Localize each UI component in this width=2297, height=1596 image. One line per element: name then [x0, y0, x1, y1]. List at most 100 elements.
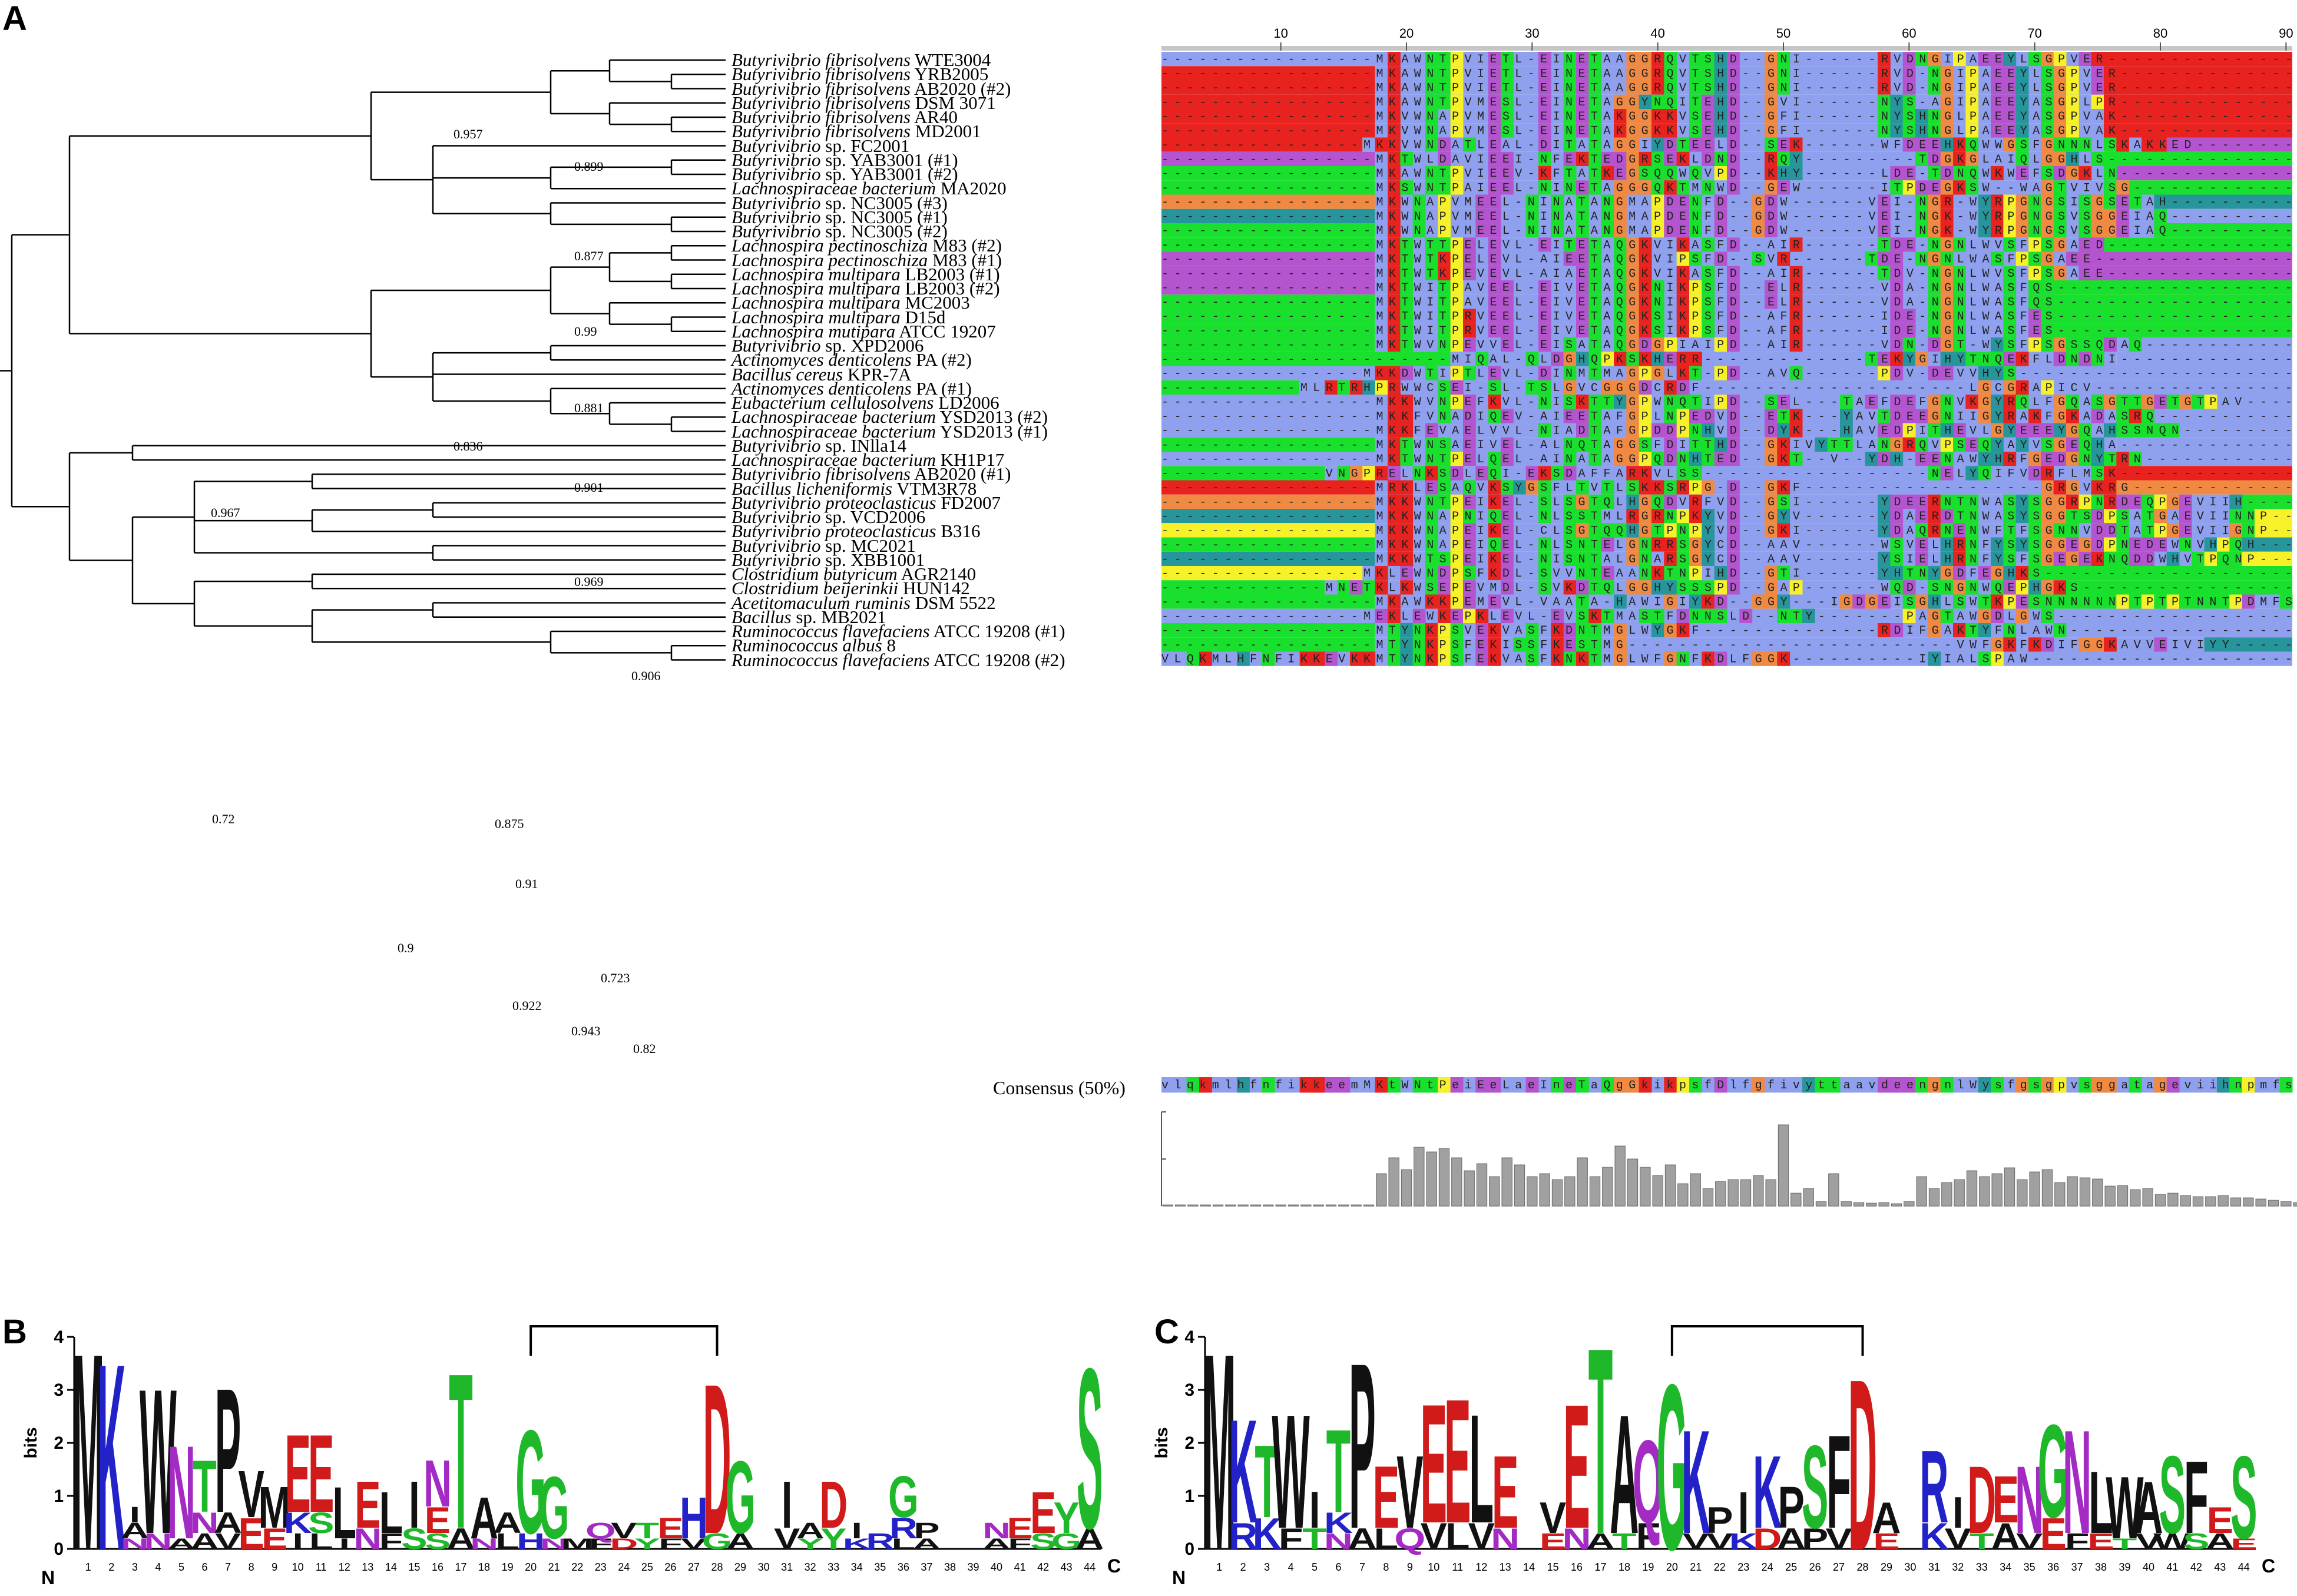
residue-cell [2015, 66, 2029, 81]
residue-cell [1727, 151, 1740, 166]
conservation-bar [1174, 1204, 1186, 1207]
residue-cell [1789, 237, 1803, 252]
residue-cell [1425, 166, 1438, 181]
residue-cell [1727, 309, 1740, 323]
residue-cell [1865, 452, 1878, 466]
residue-cell [2066, 137, 2079, 152]
svg-text:M: M [258, 1475, 290, 1541]
logo-y-tick-label: 3 [1184, 1380, 1194, 1400]
logo-n-terminus: N [41, 1567, 55, 1588]
residue-cell [1991, 66, 2004, 81]
residue-cell [1651, 52, 1664, 67]
logo-letter: A [1610, 1380, 1639, 1569]
residue-cell [1765, 480, 1778, 495]
taxon-strain: FD2007 [936, 492, 1001, 513]
logo-position-label: 18 [1619, 1561, 1630, 1573]
svg-text:N: N [2063, 1399, 2091, 1564]
residue-cell [2053, 208, 2067, 223]
residue-cell [2003, 337, 2017, 352]
residue-cell [2028, 566, 2041, 581]
logo-letter: E [2040, 1509, 2066, 1559]
logo-letter: G [515, 1399, 546, 1564]
logo-position-label: 15 [1547, 1561, 1559, 1573]
residue-cell [2104, 594, 2117, 609]
taxon-label: Butyrivibrio sp. YAB3001 (#1) [732, 148, 958, 172]
residue-cell [1714, 437, 1727, 452]
residue-cell [2154, 423, 2167, 438]
residue-cell [1639, 480, 1652, 495]
svg-text:F: F [658, 1536, 683, 1552]
conservation-bar [1187, 1204, 1199, 1207]
residue-cell [2003, 237, 2017, 252]
taxon-genus: Lachnospiraceae bacterium [732, 406, 936, 428]
residue-cell [2066, 523, 2079, 538]
residue-cell [1362, 580, 1376, 595]
residue-cell [1463, 266, 1476, 280]
residue-cell [1438, 137, 1451, 152]
logo-letter: Y [1054, 1494, 1080, 1543]
residue-cell [1815, 437, 1828, 452]
residue-cell [2104, 223, 2117, 238]
residue-cell [1588, 180, 1602, 195]
logo-letter: V [1825, 1522, 1852, 1555]
gap-fill [2166, 194, 2292, 209]
svg-text:K: K [284, 1507, 312, 1539]
residue-cell [1940, 337, 1954, 352]
residue-cell [1765, 294, 1778, 309]
taxon-strain: KPR-7A [843, 363, 912, 385]
residue-cell [1388, 480, 1401, 495]
logo-letter: K [1229, 1389, 1257, 1554]
logo-letter: A [1872, 1494, 1901, 1543]
residue-cell [1501, 509, 1514, 524]
residue-cell [2015, 437, 2029, 452]
residue-cell [1727, 94, 1740, 109]
residue-cell [1626, 395, 1640, 409]
residue-cell [1576, 409, 1589, 423]
residue-cell [1965, 623, 1979, 638]
svg-text:T: T [1612, 1529, 1637, 1554]
consensus-cell [2154, 1077, 2167, 1093]
conservation-bar [2243, 1197, 2254, 1207]
svg-text:V: V [1825, 1522, 1852, 1555]
residue-cell [1928, 52, 1941, 67]
taxon-genus: Butyrivibrio [732, 549, 821, 570]
gap-fill [2179, 423, 2292, 438]
gap-fill [2267, 523, 2292, 538]
residue-cell [2116, 395, 2130, 409]
svg-text:E: E [657, 1512, 683, 1545]
residue-cell [2041, 608, 2054, 623]
residue-cell [1915, 109, 1928, 124]
residue-cell [1789, 452, 1803, 466]
residue-cell [1702, 537, 1715, 552]
residue-cell [1777, 608, 1790, 623]
conservation-bar [2281, 1201, 2292, 1207]
logo-letter: A [1586, 1529, 1615, 1554]
phylogenetic-tree [0, 59, 726, 661]
logo-letter: T [1255, 1424, 1279, 1539]
logo-position-label: 10 [292, 1561, 304, 1573]
residue-cell [2003, 395, 2017, 409]
residue-cell [1965, 395, 1979, 409]
gap-fill [1161, 251, 1375, 266]
residue-cell [1388, 237, 1401, 252]
residue-cell [1878, 523, 1891, 538]
residue-cell [1576, 309, 1589, 323]
residue-cell [1538, 423, 1551, 438]
residue-cell [1727, 423, 1740, 438]
residue-cell [2066, 409, 2079, 423]
conservation-bar [1351, 1204, 1362, 1207]
bootstrap-support: 0.901 [574, 480, 604, 495]
residue-cell [2154, 509, 2167, 524]
residue-cell [1639, 280, 1652, 295]
taxon-genus: Lachnospiraceae bacterium [732, 420, 936, 442]
logo-letter: V [1683, 1529, 1710, 1554]
residue-cell [1388, 509, 1401, 524]
residue-cell [1953, 180, 1966, 195]
residue-cell [1689, 66, 1702, 81]
residue-cell [1626, 352, 1640, 366]
taxon-strain: AGR2140 [897, 564, 977, 584]
residue-cell [1438, 409, 1451, 423]
residue-cell [1438, 551, 1451, 566]
residue-cell [1840, 423, 1853, 438]
residue-cell [1199, 651, 1212, 666]
